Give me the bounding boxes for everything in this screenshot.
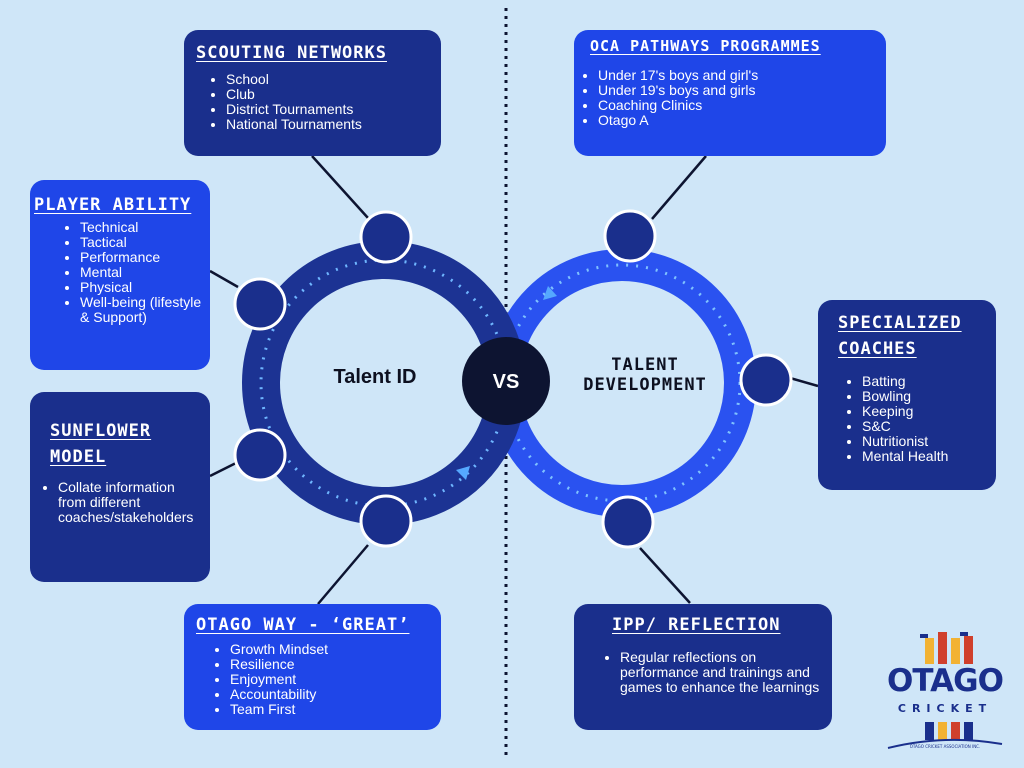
sunflower-model-list: Collate information from different coach… [34, 480, 206, 525]
list-item: Collate information from different coach… [58, 480, 206, 525]
list-item: Tactical [80, 235, 206, 250]
list-item: Otago A [598, 113, 878, 128]
otago-cricket-logo: OTAGO CRICKET OTAGO CRICKET ASSOCIATION … [880, 626, 1010, 756]
talent-id-label: Talent ID [333, 366, 417, 388]
ipp-reflection-list: Regular reflections on performance and t… [586, 650, 820, 695]
list-item: Keeping [862, 404, 986, 419]
logo-cricket-text: CRICKET [897, 702, 993, 715]
list-item: Performance [80, 250, 206, 265]
logo-graphic [887, 632, 1003, 749]
talent-development-line1: TALENT [611, 355, 679, 375]
list-item: Physical [80, 280, 206, 295]
specialized-coaches-box: SPECIALIZED COACHES Batting Bowling Keep… [818, 300, 996, 490]
list-item: Accountability [230, 687, 429, 702]
list-item: School [226, 72, 429, 87]
talent-development-label: TALENT DEVELOPMENT [555, 355, 735, 395]
logo-tagline-text: OTAGO CRICKET ASSOCIATION INC. [909, 744, 981, 749]
ipp-reflection-box: IPP/ REFLECTION Regular reflections on p… [574, 604, 832, 730]
sunflower-title-line2: MODEL [50, 447, 107, 467]
list-item: Mental [80, 265, 206, 280]
ring-nodes [233, 209, 793, 549]
list-item: S&C [862, 419, 986, 434]
otago-way-title: OTAGO WAY - ‘GREAT’ [196, 615, 410, 635]
specialized-title-line1: SPECIALIZED [838, 313, 962, 333]
list-item: Enjoyment [230, 672, 429, 687]
list-item: Batting [862, 374, 986, 389]
list-item: Well-being (lifestyle & Support) [80, 295, 206, 325]
list-item: District Tournaments [226, 102, 429, 117]
sunflower-title-line1: SUNFLOWER [50, 421, 152, 441]
specialized-coaches-title: SPECIALIZED COACHES [838, 310, 986, 362]
player-ability-list: Technical Tactical Performance Mental Ph… [34, 220, 206, 325]
connector-lines [209, 155, 819, 605]
oca-pathways-title: OCA PATHWAYS PROGRAMMES [590, 37, 821, 55]
left-ring-arrow-icon [456, 466, 470, 480]
scouting-networks-title: SCOUTING NETWORKS [196, 43, 387, 63]
ipp-reflection-title: IPP/ REFLECTION [612, 615, 781, 635]
scouting-networks-box: SCOUTING NETWORKS School Club District T… [184, 30, 441, 156]
list-item: Team First [230, 702, 429, 717]
sunflower-model-box: SUNFLOWER MODEL Collate information from… [30, 392, 210, 582]
list-item: Mental Health [862, 449, 986, 464]
scouting-networks-list: School Club District Tournaments Nationa… [196, 72, 429, 132]
sunflower-model-title: SUNFLOWER MODEL [34, 418, 206, 470]
list-item: Growth Mindset [230, 642, 429, 657]
oca-pathways-list: Under 17's boys and girl's Under 19's bo… [582, 68, 878, 128]
talent-development-line2: DEVELOPMENT [583, 375, 707, 395]
list-item: Coaching Clinics [598, 98, 878, 113]
otago-way-box: OTAGO WAY - ‘GREAT’ Growth Mindset Resil… [184, 604, 441, 730]
vs-circle [462, 337, 550, 425]
list-item: Nutritionist [862, 434, 986, 449]
right-ring-arrow-icon [543, 286, 557, 300]
player-ability-box: PLAYER ABILITY Technical Tactical Perfor… [30, 180, 210, 370]
specialized-coaches-list: Batting Bowling Keeping S&C Nutritionist… [838, 374, 986, 464]
player-ability-title: PLAYER ABILITY [34, 195, 192, 215]
otago-way-list: Growth Mindset Resilience Enjoyment Acco… [196, 642, 429, 717]
list-item: Resilience [230, 657, 429, 672]
logo-otago-text: OTAGO [887, 663, 1004, 699]
list-item: Regular reflections on performance and t… [620, 650, 820, 695]
list-item: Under 17's boys and girl's [598, 68, 878, 83]
list-item: Club [226, 87, 429, 102]
list-item: Under 19's boys and girls [598, 83, 878, 98]
list-item: Bowling [862, 389, 986, 404]
list-item: National Tournaments [226, 117, 429, 132]
vs-label: VS [492, 371, 520, 393]
list-item: Technical [80, 220, 206, 235]
specialized-title-line2: COACHES [838, 339, 917, 359]
oca-pathways-box: OCA PATHWAYS PROGRAMMES Under 17's boys … [574, 30, 886, 156]
